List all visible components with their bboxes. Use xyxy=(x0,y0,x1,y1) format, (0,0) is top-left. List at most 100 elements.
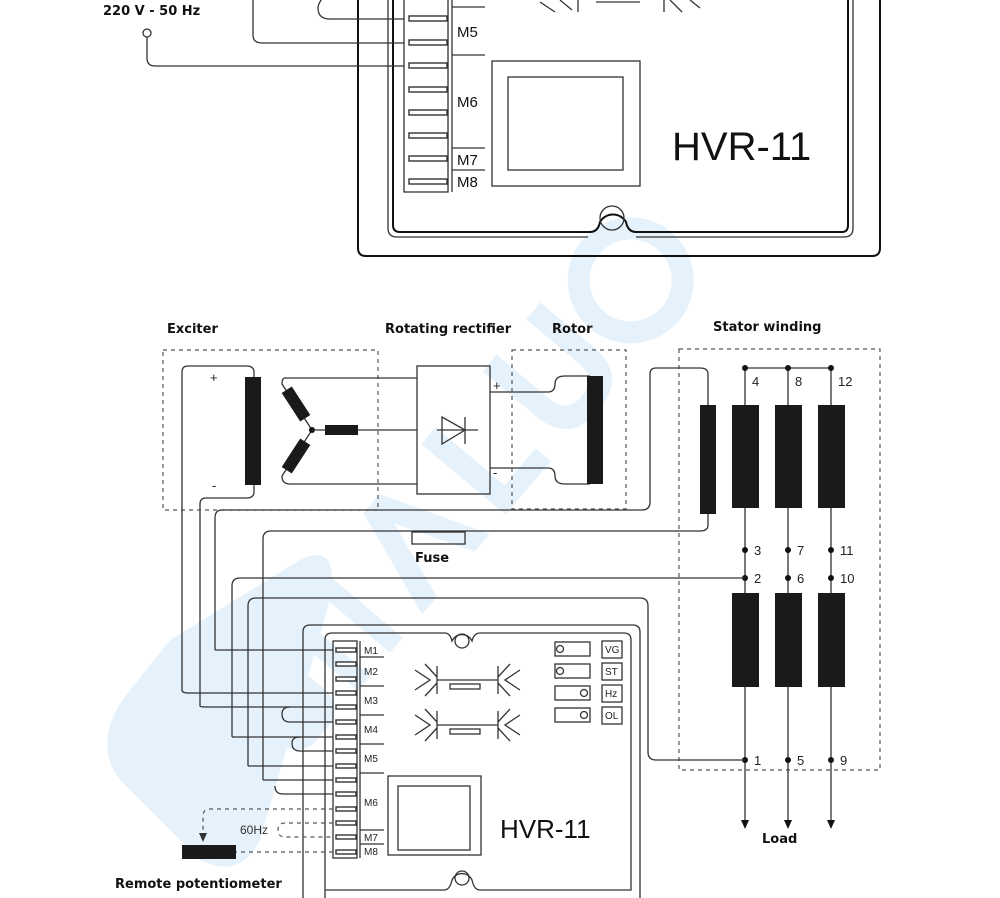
exciter-label: Exciter xyxy=(167,322,218,337)
adjust-icon xyxy=(579,710,589,720)
transformer-outline xyxy=(491,60,641,187)
terminal-number: 2 xyxy=(754,571,761,586)
minus-sign: - xyxy=(212,478,216,493)
trimmer-potentiometer xyxy=(554,685,591,701)
terminal-pin xyxy=(408,132,448,139)
terminal-node xyxy=(785,547,791,553)
terminal-pin xyxy=(408,155,448,162)
plus-sign: + xyxy=(493,378,501,393)
plus-sign: + xyxy=(210,370,218,385)
terminal-pin xyxy=(335,806,357,812)
arrow-down-icon xyxy=(827,820,835,829)
terminal-label: M7 xyxy=(364,833,378,844)
terminal-label: M8 xyxy=(457,174,478,191)
auxiliary-winding xyxy=(700,405,716,514)
indicator-label: ST xyxy=(605,667,618,678)
terminal-number: 12 xyxy=(838,374,852,389)
arrow-down-icon xyxy=(741,820,749,829)
board-wiring: 60Hz Remote potentiometer xyxy=(115,649,333,892)
rotor-winding xyxy=(587,376,603,484)
terminal-pin xyxy=(335,647,357,653)
terminal-pin xyxy=(335,676,357,682)
indicator-label: Hz xyxy=(605,689,617,700)
terminal-label: M6 xyxy=(364,798,378,809)
exciter-field-winding xyxy=(245,377,261,485)
arrow-down-icon xyxy=(784,820,792,829)
board-model: HVR-11 xyxy=(672,125,811,169)
terminal-pin xyxy=(335,690,357,696)
terminal-strip xyxy=(332,640,358,859)
trimmer-potentiometer xyxy=(554,707,591,723)
remote-potentiometer xyxy=(182,845,236,859)
terminal-node xyxy=(828,575,834,581)
fuse-label: Fuse xyxy=(415,551,449,566)
terminal-node xyxy=(785,575,791,581)
load-label: Load xyxy=(762,832,797,847)
board-model: HVR-11 xyxy=(500,814,591,844)
terminal-number: 6 xyxy=(797,571,804,586)
supply-wiring: 220 V - 50 Hz xyxy=(103,0,404,67)
top-board: M5 M6 M7 M8 HVR-11 xyxy=(357,0,881,257)
terminal-pin xyxy=(335,748,357,754)
watermark xyxy=(107,217,694,867)
indicator-label: OL xyxy=(605,711,619,722)
terminal-number: 11 xyxy=(840,543,854,558)
stator-coil xyxy=(775,405,802,508)
terminal-node xyxy=(742,547,748,553)
supply-label: 220 V - 50 Hz xyxy=(103,4,200,19)
terminal-pin xyxy=(335,704,357,710)
stator-coil xyxy=(732,405,759,508)
terminal-pin xyxy=(408,15,448,22)
terminal-label: M8 xyxy=(364,847,378,858)
heatsink xyxy=(414,663,521,742)
terminal-pin xyxy=(408,86,448,93)
terminal-label: M2 xyxy=(364,667,378,678)
terminal-pin xyxy=(335,834,357,840)
terminal-label: M3 xyxy=(364,696,378,707)
terminal-number: 3 xyxy=(754,543,761,558)
rotor-label: Rotor xyxy=(552,322,593,337)
terminal-label: M7 xyxy=(457,152,478,169)
rotor xyxy=(511,349,627,510)
minus-sign: - xyxy=(493,465,497,480)
exciter: + - xyxy=(162,349,417,706)
led-indicator xyxy=(554,641,591,657)
stator-winding: Fuse 4 8 12 3 7 11 2 6 10 1 5 9 Load xyxy=(214,348,881,847)
terminal-pin xyxy=(335,661,357,667)
terminal-label: M6 xyxy=(457,94,478,111)
frequency-label: 60Hz xyxy=(240,823,268,837)
diode-icon xyxy=(437,415,478,446)
terminal-pin xyxy=(335,849,357,855)
indicator-label: VG xyxy=(605,645,620,656)
terminal-number: 8 xyxy=(795,374,802,389)
terminal-node xyxy=(742,365,748,371)
terminal-pin xyxy=(335,763,357,769)
rectifier-label: Rotating rectifier xyxy=(385,322,512,337)
terminal-number: 7 xyxy=(797,543,804,558)
terminal-node xyxy=(828,547,834,553)
terminal-pin xyxy=(408,109,448,116)
terminal-label: M1 xyxy=(364,646,378,657)
terminal-pin xyxy=(335,734,357,740)
terminal-number: 1 xyxy=(754,753,761,768)
terminal-pin xyxy=(408,178,448,185)
rotating-rectifier: + - xyxy=(416,365,590,495)
stator-coil xyxy=(818,593,845,687)
terminal-pin xyxy=(335,777,357,783)
terminal-pin xyxy=(335,820,357,826)
terminal-label: M4 xyxy=(364,725,378,736)
terminal-pin xyxy=(408,39,448,46)
terminal-node xyxy=(785,365,791,371)
stator-label: Stator winding xyxy=(713,320,821,335)
fuse xyxy=(411,531,466,545)
terminal-number: 4 xyxy=(752,374,759,389)
remote-pot-label: Remote potentiometer xyxy=(115,877,282,892)
arrow-down-icon xyxy=(199,833,207,842)
adjust-icon xyxy=(555,666,565,676)
terminal-number: 9 xyxy=(840,753,847,768)
adjust-icon xyxy=(579,688,589,698)
terminal-node xyxy=(828,757,834,763)
terminal-pin xyxy=(335,791,357,797)
